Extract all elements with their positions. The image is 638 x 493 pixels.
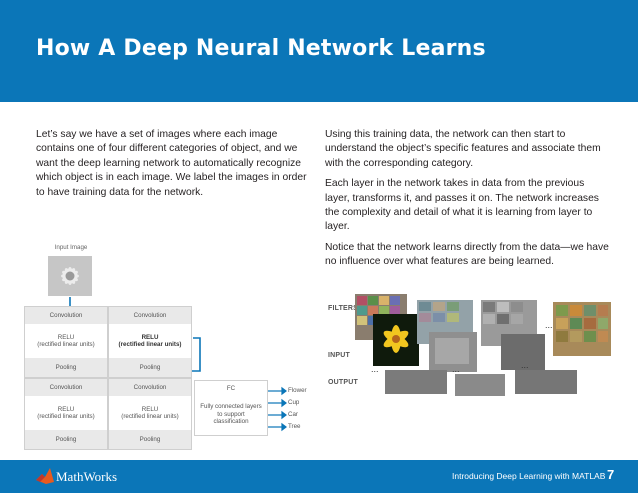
- title-banner: How A Deep Neural Network Learns: [0, 0, 638, 102]
- relu-label: RELU: [57, 405, 75, 413]
- pooling-label: Pooling: [109, 430, 191, 449]
- fully-connected-block: FC Fully connected layers to support cla…: [194, 380, 268, 436]
- relu-sub-label: (rectified linear units): [118, 341, 182, 348]
- ellipsis-bottom-2: ...: [452, 364, 460, 374]
- relu-label: RELU: [57, 333, 75, 341]
- input-image-thumbnail: [48, 256, 92, 296]
- convolution-label: Convolution: [25, 307, 107, 324]
- relu-sub-label: (rectified linear units): [37, 341, 95, 348]
- output-strip-3: [515, 370, 577, 394]
- flower-input-image: [373, 314, 419, 366]
- output-strip-1: [385, 370, 447, 394]
- input-image-label: Input Image: [54, 244, 88, 251]
- output-label-cup: Cup: [288, 399, 300, 406]
- feature-visualization: ... ... ... ...: [355, 294, 611, 396]
- relu-label: RELU: [141, 333, 159, 341]
- fc-description: Fully connected layers to support classi…: [200, 403, 262, 425]
- flower-icon: [48, 256, 92, 296]
- page-number: 7: [607, 467, 615, 482]
- left-column: Let’s say we have a set of images where …: [36, 128, 308, 206]
- output-label-flower: Flower: [288, 387, 307, 394]
- footer-caption: Introducing Deep Learning with MATLAB: [452, 471, 606, 481]
- filters-label: FILTERS: [328, 305, 359, 312]
- relu-label: RELU: [141, 405, 159, 413]
- output-label: OUTPUT: [328, 379, 358, 386]
- right-paragraph-2: Each layer in the network takes in data …: [325, 178, 599, 233]
- filter-tile-4: [553, 302, 611, 356]
- output-strip-2: [455, 374, 505, 396]
- output-arrows: [266, 386, 287, 432]
- output-label-car: Car: [288, 411, 298, 418]
- relu-sub-label: (rectified linear units): [37, 413, 95, 420]
- layer-block-4: Convolution RELU (rectified linear units…: [108, 378, 192, 450]
- fc-title: FC: [226, 385, 236, 392]
- layer-block-3: Convolution RELU (rectified linear units…: [24, 378, 108, 450]
- convolution-label: Convolution: [109, 379, 191, 396]
- layer-block-2: Convolution RELU (rectified linear units…: [108, 306, 192, 378]
- convolution-label: Convolution: [25, 379, 107, 396]
- ellipsis-top: ...: [545, 320, 553, 330]
- mathworks-logo-text: MathWorks: [56, 469, 118, 484]
- input-label: INPUT: [328, 352, 350, 359]
- page-title: How A Deep Neural Network Learns: [36, 36, 486, 61]
- relu-sub-label: (rectified linear units): [121, 413, 179, 420]
- activation-tile-2: [501, 334, 545, 370]
- ellipsis-bottom-1: ...: [371, 364, 379, 374]
- ellipsis-bottom-3: ...: [521, 360, 529, 370]
- right-paragraph-1: Using this training data, the network ca…: [325, 129, 601, 169]
- output-label-tree: Tree: [288, 423, 301, 430]
- right-column: Using this training data, the network ca…: [325, 128, 610, 276]
- footer-bar: MathWorks Introducing Deep Learning with…: [0, 460, 638, 493]
- convolution-label: Convolution: [109, 307, 191, 324]
- left-paragraph-1: Let’s say we have a set of images where …: [36, 129, 307, 198]
- mathworks-logo-icon: [36, 468, 54, 484]
- pooling-label: Pooling: [25, 358, 107, 377]
- right-paragraph-3: Notice that the network learns directly …: [325, 241, 609, 268]
- pooling-label: Pooling: [25, 430, 107, 449]
- pooling-label: Pooling: [109, 358, 191, 377]
- layer-block-1: Convolution RELU (rectified linear units…: [24, 306, 108, 378]
